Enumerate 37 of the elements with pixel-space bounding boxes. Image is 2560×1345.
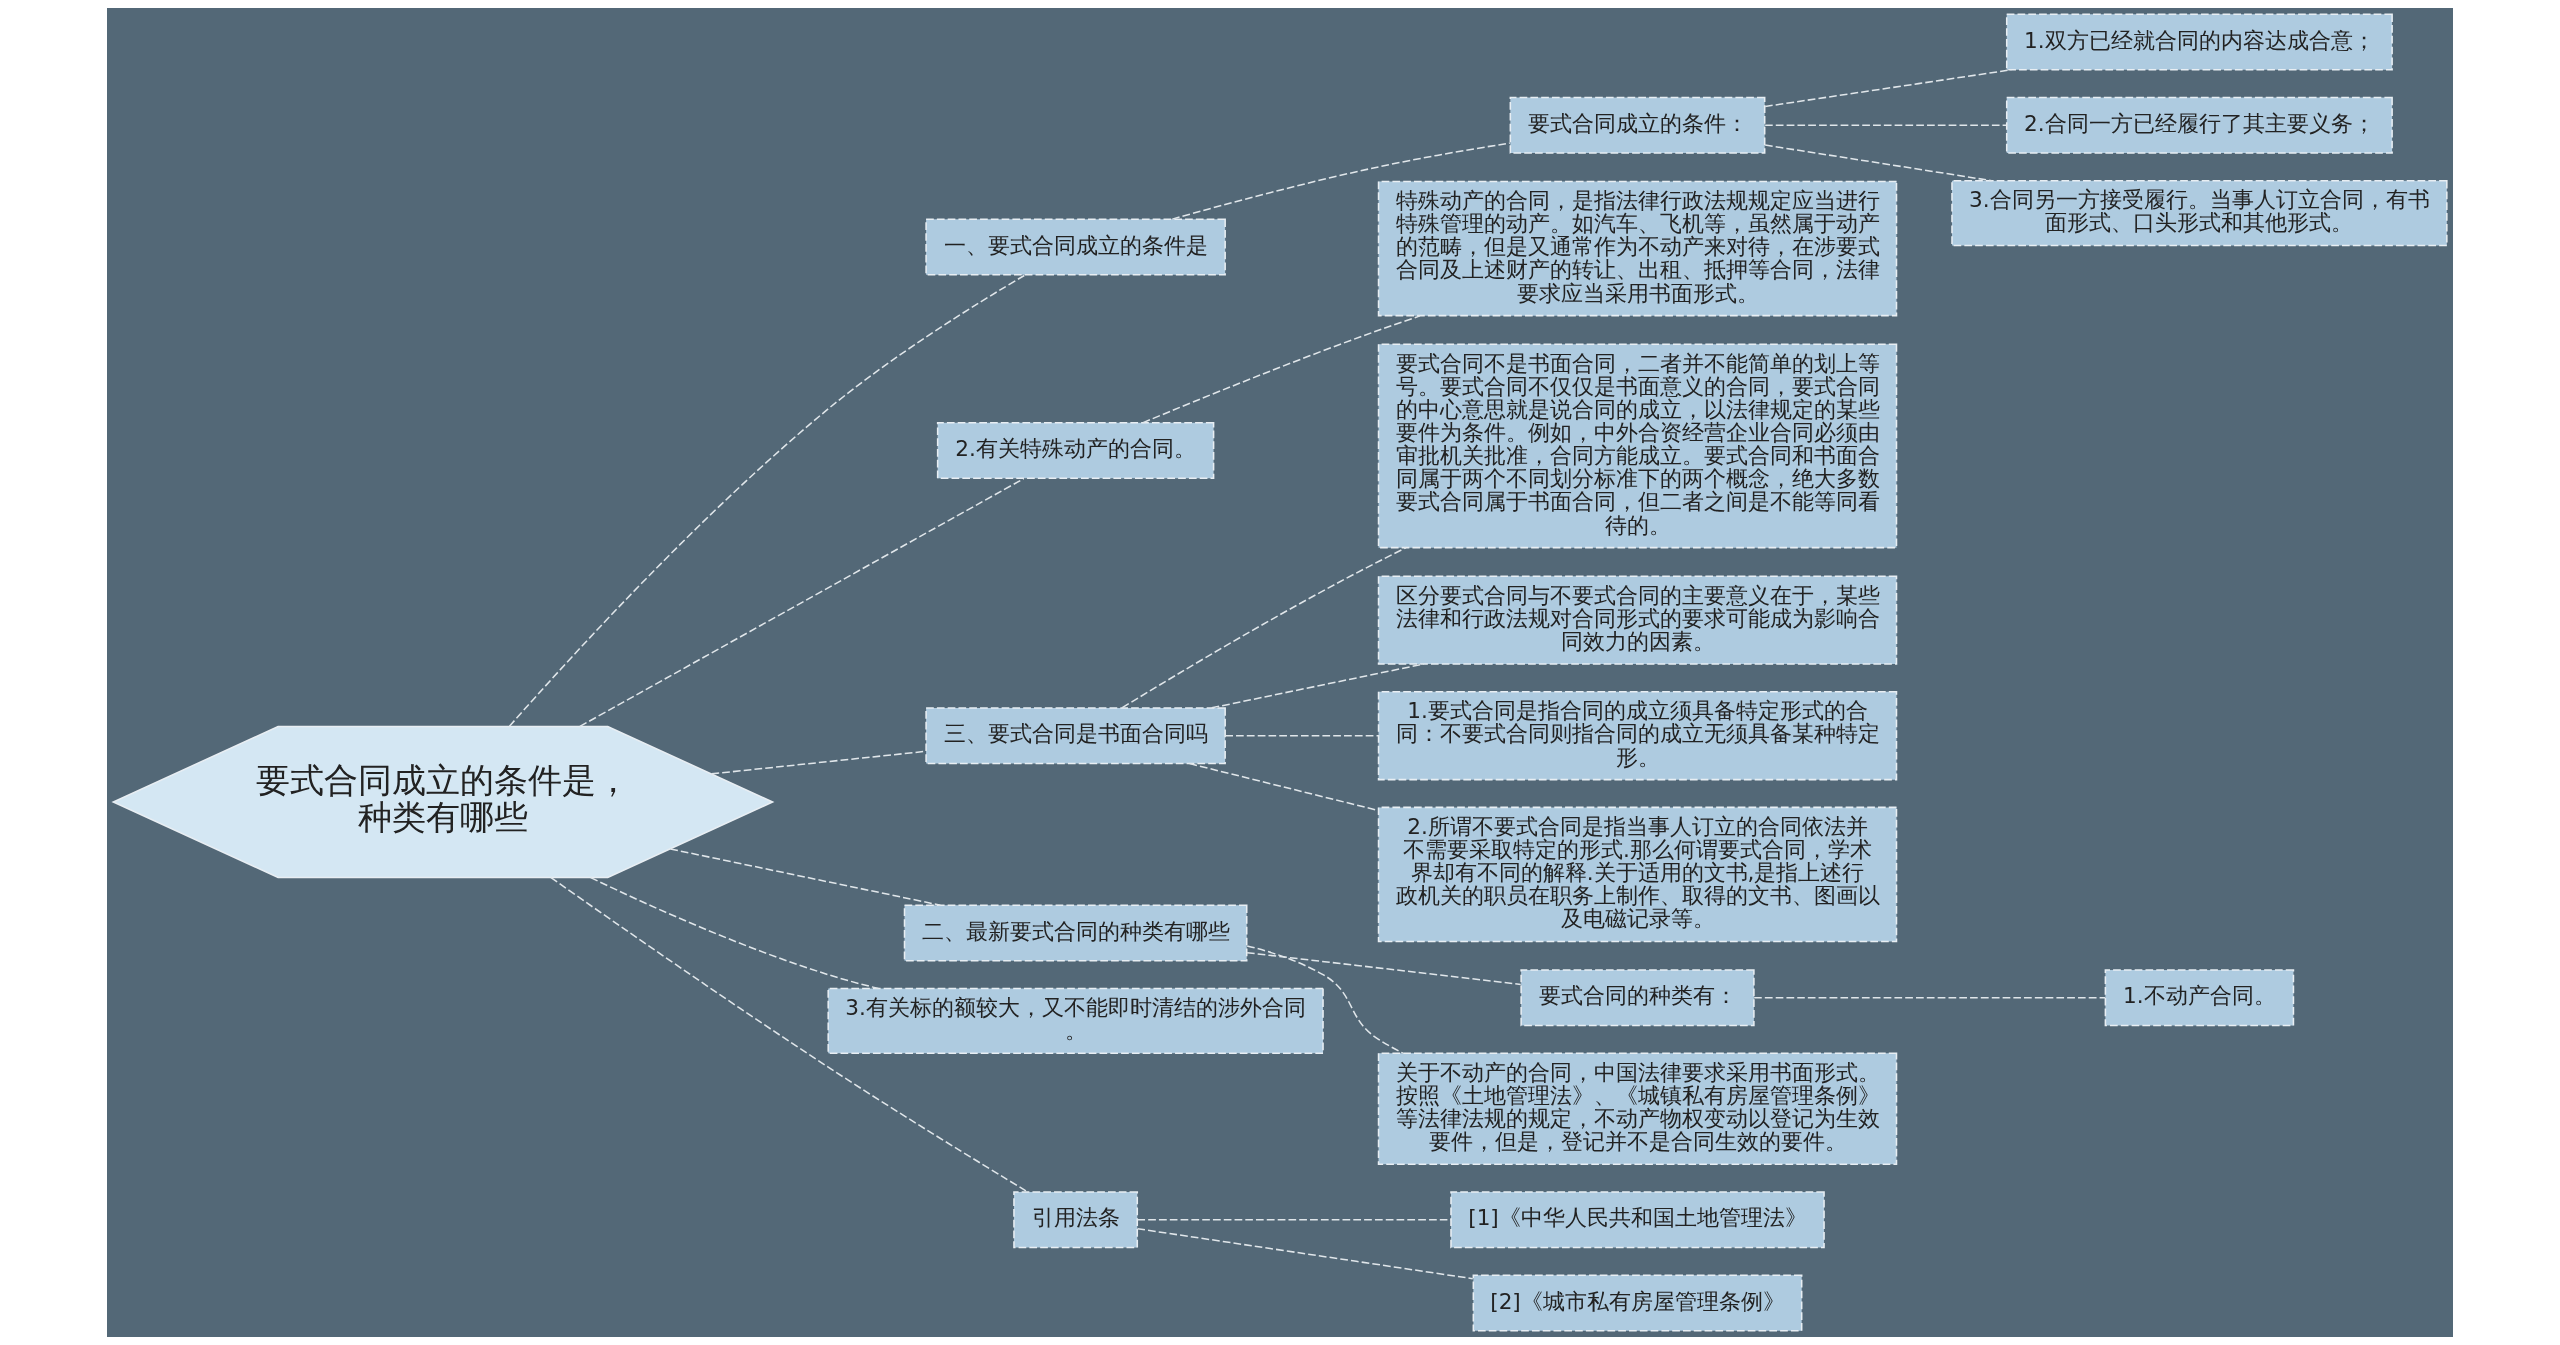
connector [1764, 144, 1993, 182]
node-box: 要式合同不是书面合同，二者并不能简单的划上等号。要式合同不仅仅是书面意义的合同，要式合同的中心意思就是说合同的成立，以法律规定的某些要件为条件。例如，中外合资经营企业合同必须由审批机关批准，合同方能成立。要式合同和书面合同属于两个不同划分标准下的两个概念，绝大多数要式合同属于书面合同，但二者之间是不能等同看待的。 [1377, 343, 1898, 549]
node-box: 1.不动产合同。 [2104, 969, 2295, 1027]
connector [1136, 1219, 1452, 1221]
connector [1136, 1227, 1474, 1280]
connector [1121, 547, 1407, 709]
node-box: 2.所谓不要式合同是指当事人订立的合同依法并不需要采取特定的形式.那么何谓要式合同，学术界却有不同的解释.关于适用的文书,是指上述行政机关的职员在职务上制作、取得的文书、图画以及电磁记录等。 [1377, 806, 1898, 943]
node-box: [1]《中华人民共和国土地管理法》 [1450, 1191, 1825, 1249]
node-box: 特殊动产的合同，是指法律行政法规规定应当进行特殊管理的动产。如汽车、飞机等，虽然属于动产的范畴，但是又通常作为不动产来对待，在涉要式合同及上述财产的转让、出租、抵押等合同，法律要求应当采用书面形式。 [1377, 180, 1898, 317]
connector [1246, 951, 1522, 986]
connector [1224, 734, 1380, 737]
connector [1246, 945, 1404, 1054]
node-box: 1.双方已经就合同的内容达成合意； [2005, 13, 2393, 71]
node-box: 三、要式合同是书面合同吗 [925, 707, 1226, 765]
node-box: 要式合同的种类有： [1520, 969, 1755, 1027]
node-box: 区分要式合同与不要式合同的主要意义在于，某些法律和行政法规对合同形式的要求可能成为影响合同效力的因素。 [1377, 575, 1898, 665]
node-box: 1.要式合同是指合同的成立须具备特定形式的合同：不要式合同则指合同的成立无须具备某种特定形。 [1377, 691, 1898, 781]
node-box: [2]《城市私有房屋管理条例》 [1472, 1274, 1803, 1332]
connector [1171, 142, 1511, 220]
connector [1764, 124, 2008, 126]
connector [669, 848, 942, 906]
node-box: 3.合同另一方接受履行。当事人订立合同，有书面形式、口头形式和其他形式。 [1951, 179, 2448, 247]
connector [1142, 315, 1421, 424]
node-box: 二、最新要式合同的种类有哪些 [903, 904, 1248, 962]
connector [508, 274, 1027, 727]
node-box: 3.有关标的额较大，又不能即时清结的涉外合同。 [827, 987, 1324, 1055]
node-box: 一、要式合同成立的条件是 [925, 218, 1226, 276]
node-box: 要式合同成立的条件： [1509, 96, 1766, 154]
node-box: 2.有关特殊动产的合同。 [936, 422, 1215, 480]
connector [1753, 997, 2106, 999]
node-box: 关于不动产的合同，中国法律要求采用书面形式。按照《土地管理法》、《城镇私有房屋管理条例》等法律法规的规定，不动产物权变动以登记为生效要件，但是，登记并不是合同生效的要件。 [1377, 1052, 1898, 1166]
connector [579, 477, 1025, 728]
connector [550, 876, 1029, 1193]
node-box: 2.合同一方已经履行了其主要义务； [2005, 96, 2393, 154]
connector [589, 876, 880, 990]
node-box: 引用法条 [1013, 1191, 1139, 1249]
connector [1210, 663, 1425, 709]
